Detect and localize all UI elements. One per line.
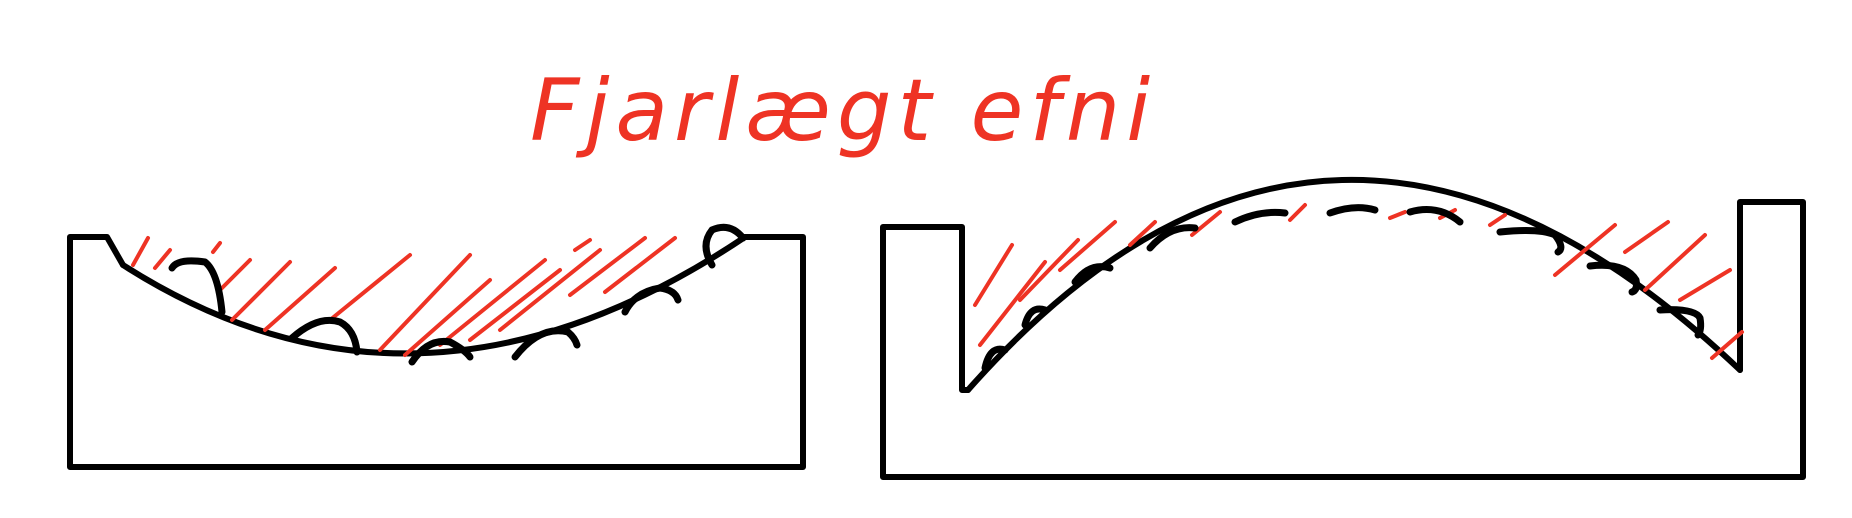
- diagram-title: Fjarlægt efni: [530, 61, 1156, 161]
- left-block-outline: [67, 234, 806, 470]
- right-removed-material-hatching: [973, 203, 1744, 360]
- right-block: [880, 177, 1806, 480]
- left-removed-material-hatching: [131, 236, 677, 357]
- left-block: [67, 223, 806, 470]
- left-particles: [168, 223, 747, 366]
- right-convex-surface: [965, 177, 1743, 393]
- right-particles: [981, 204, 1705, 372]
- right-block-outline: [880, 199, 1806, 480]
